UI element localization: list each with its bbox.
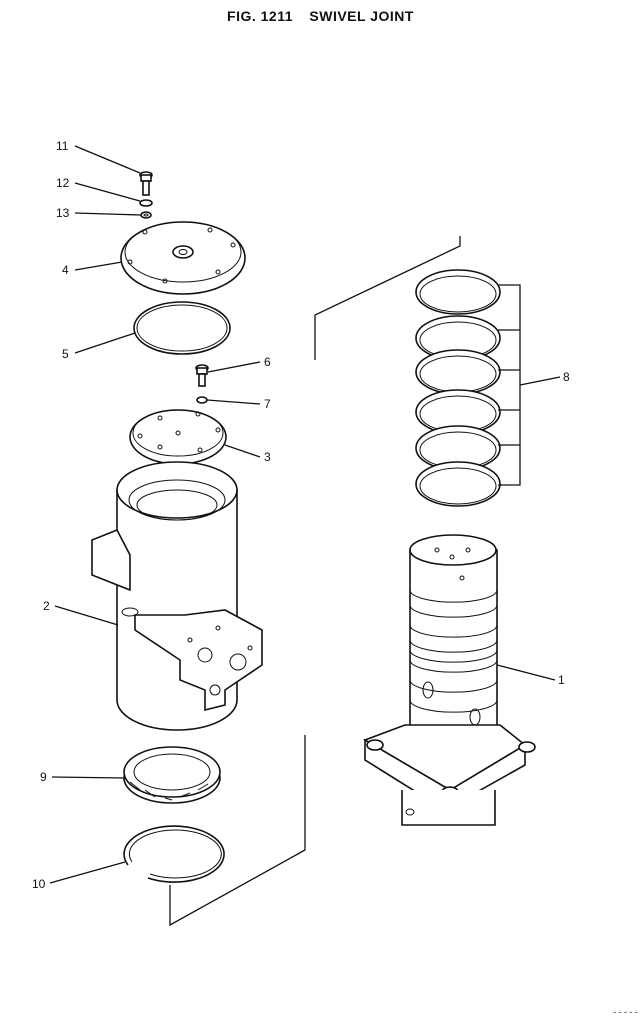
- assembly-bracket: [169, 236, 461, 927]
- callout-10: 10: [32, 877, 46, 891]
- part-9-seal-ring: [123, 746, 221, 804]
- part-6-bolt: [195, 364, 209, 387]
- part-8-seal-rings: [415, 269, 521, 507]
- callout-7: 7: [264, 397, 271, 411]
- part-12-washer: [139, 199, 153, 207]
- part-4-cover-plate: [120, 221, 246, 295]
- callout-3: 3: [264, 450, 271, 464]
- figure-number: FIG. 1211: [227, 8, 294, 24]
- part-13-washer: [140, 211, 152, 219]
- callout-6: 6: [264, 355, 271, 369]
- leader-lines: [49, 145, 561, 884]
- callout-2: 2: [43, 599, 50, 613]
- part-3-plate: [129, 409, 227, 465]
- part-11-bolt: [139, 171, 153, 196]
- callout-1: 1: [558, 673, 565, 687]
- callout-labels: 11 12 13 4 5 6 7 3 2 9 10 1 8: [32, 139, 570, 891]
- part-2-swivel-body: [91, 461, 263, 731]
- drawing-code: -----: [611, 1008, 639, 1018]
- figure-name: SWIVEL JOINT: [309, 8, 414, 24]
- figure-title: FIG. 1211 SWIVEL JOINT: [0, 8, 641, 24]
- part-10-snap-ring: [123, 825, 225, 883]
- part-7-washer: [196, 396, 208, 404]
- callout-8: 8: [563, 370, 570, 384]
- callout-12: 12: [56, 176, 70, 190]
- part-5-o-ring: [133, 301, 231, 355]
- callout-13: 13: [56, 206, 70, 220]
- callout-9: 9: [40, 770, 47, 784]
- callout-11: 11: [56, 139, 69, 153]
- callout-5: 5: [62, 347, 69, 361]
- callout-4: 4: [62, 263, 69, 277]
- part-1-swivel-shaft: [363, 534, 536, 826]
